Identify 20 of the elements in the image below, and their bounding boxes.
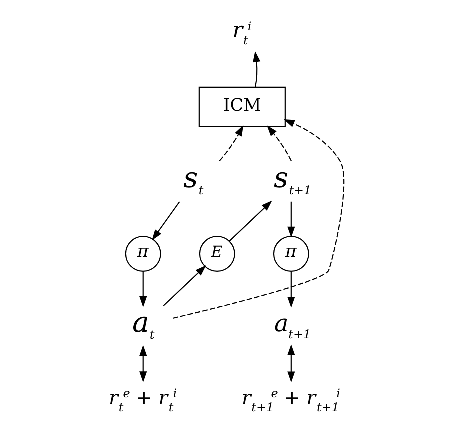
node-text: a$_{t+1}$ — [274, 308, 312, 341]
arrow — [163, 265, 206, 306]
arrow — [288, 201, 296, 238]
node-box: ICM — [198, 86, 286, 127]
arrow — [288, 271, 296, 308]
arrow — [253, 50, 261, 87]
node-circle: π — [273, 236, 310, 272]
arrow — [140, 344, 148, 382]
arrow — [229, 200, 272, 242]
node-text: s$_{t}$ — [184, 160, 204, 197]
node-text: s$_{t+1}$ — [274, 160, 312, 197]
arrow — [140, 271, 148, 307]
node-circle: E — [199, 236, 236, 272]
arrow — [288, 344, 296, 382]
arrow — [219, 124, 244, 162]
arrow — [267, 125, 292, 161]
arrow — [152, 201, 180, 240]
node-text: a$_{t}$ — [132, 306, 155, 342]
node-circle: π — [125, 236, 162, 272]
arrow — [172, 119, 345, 319]
